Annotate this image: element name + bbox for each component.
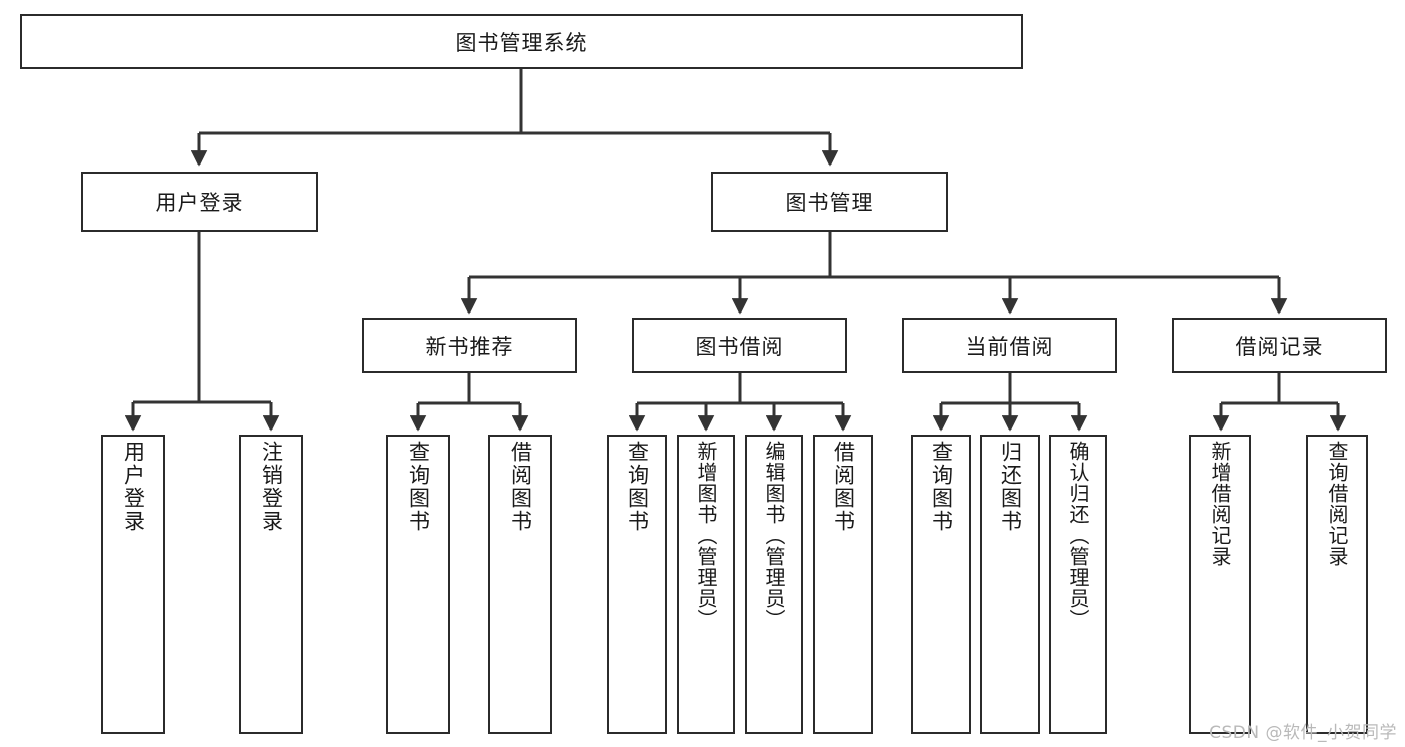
node-label: 借阅图书	[831, 441, 856, 533]
node-book-borrow[interactable]: 图书借阅	[632, 318, 847, 373]
node-book-management[interactable]: 图书管理	[711, 172, 948, 232]
leaf-current-borrow-query-book[interactable]: 查询图书	[911, 435, 971, 734]
node-label: 图书借阅	[695, 334, 784, 359]
leaf-current-borrow-return-book[interactable]: 归还图书	[980, 435, 1040, 734]
node-label: 图书管理系统	[455, 30, 588, 55]
leaf-book-borrow-query-book[interactable]: 查询图书	[607, 435, 667, 734]
node-label: 新书推荐	[425, 334, 514, 359]
node-label: 新增借阅记录	[1208, 441, 1232, 567]
node-current-borrow[interactable]: 当前借阅	[902, 318, 1117, 373]
node-label: 查询图书	[406, 441, 431, 533]
leaf-current-borrow-confirm-return-admin[interactable]: 确认归还（管理员）	[1049, 435, 1107, 734]
node-label: 借阅记录	[1235, 334, 1324, 359]
leaf-new-book-borrow-book[interactable]: 借阅图书	[488, 435, 552, 734]
node-root-book-management-system[interactable]: 图书管理系统	[20, 14, 1023, 69]
node-label: 归还图书	[998, 441, 1023, 533]
node-label: 查询借阅记录	[1325, 441, 1349, 567]
leaf-borrow-record-add-record[interactable]: 新增借阅记录	[1189, 435, 1251, 734]
watermark-text: CSDN @软件_小贺同学	[1209, 723, 1397, 743]
node-label: 借阅图书	[508, 441, 533, 533]
node-label: 图书管理	[785, 191, 874, 215]
node-label: 注销登录	[259, 441, 284, 533]
node-label: 查询图书	[625, 441, 650, 533]
leaf-book-borrow-borrow-book[interactable]: 借阅图书	[813, 435, 873, 734]
node-label: 当前借阅	[965, 334, 1054, 359]
leaf-user-login-login[interactable]: 用户登录	[101, 435, 165, 734]
node-user-login[interactable]: 用户登录	[81, 172, 318, 232]
node-borrow-record[interactable]: 借阅记录	[1172, 318, 1387, 373]
node-new-book-recommendation[interactable]: 新书推荐	[362, 318, 577, 373]
node-label: 编辑图书（管理员）	[762, 441, 786, 630]
leaf-user-login-logout[interactable]: 注销登录	[239, 435, 303, 734]
node-label: 用户登录	[121, 441, 146, 533]
leaf-borrow-record-query-record[interactable]: 查询借阅记录	[1306, 435, 1368, 734]
leaf-new-book-query-book[interactable]: 查询图书	[386, 435, 450, 734]
node-label: 新增图书（管理员）	[694, 441, 718, 630]
leaf-book-borrow-add-book-admin[interactable]: 新增图书（管理员）	[677, 435, 735, 734]
node-label: 查询图书	[929, 441, 954, 533]
node-label: 确认归还（管理员）	[1066, 441, 1090, 630]
node-label: 用户登录	[155, 191, 244, 215]
leaf-book-borrow-edit-book-admin[interactable]: 编辑图书（管理员）	[745, 435, 803, 734]
